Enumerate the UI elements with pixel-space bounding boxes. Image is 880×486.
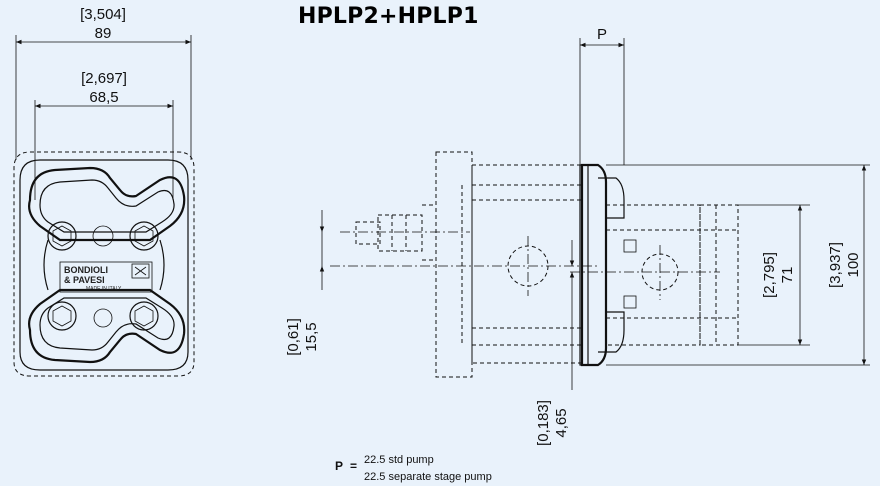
dim-width-bolt-mm: 68,5 (89, 89, 118, 106)
legend-equals: = (350, 459, 357, 473)
dim-width-bolt-in: [2,697] (81, 70, 127, 87)
bolt-top-left (47, 221, 77, 251)
dim-shaft-offset-in: [0,61] (285, 318, 302, 356)
legend-symbol: P (335, 459, 343, 473)
dim-width-total-in: [3,504] (80, 6, 126, 23)
brand-line-3: MADE IN ITALY (86, 286, 122, 292)
dim-port-offset-in: [0,183] (535, 400, 552, 446)
brand-line-1: BONDIOLI (64, 265, 108, 275)
dim-width-total-mm: 89 (95, 25, 112, 42)
bolt-bottom-right (129, 301, 159, 331)
bolt-bottom-left (47, 301, 77, 331)
dim-port-offset-mm: 4,65 (553, 408, 570, 437)
brand-line-2: & PAVESI (64, 275, 105, 285)
dim-height-total-in: [3,937] (827, 242, 844, 288)
legend-line-2: 22.5 separate stage pump (364, 471, 492, 483)
dim-height-total-mm: 100 (845, 252, 862, 277)
dim-shaft-offset-mm: 15,5 (303, 322, 320, 351)
page-title: HPLP2+HPLP1 (298, 4, 479, 29)
front-view: BONDIOLI & PAVESI MADE IN ITALY (13, 35, 195, 377)
legend: P = 22.5 std pump 22.5 separate stage pu… (335, 454, 492, 483)
brand-plate: BONDIOLI & PAVESI MADE IN ITALY (59, 261, 153, 293)
side-view (319, 38, 870, 390)
dim-height-flange-mm: 71 (779, 267, 796, 284)
bolt-top-right (129, 221, 159, 251)
legend-line-1: 22.5 std pump (364, 454, 434, 466)
dim-p-label: P (597, 26, 607, 43)
dim-height-flange-in: [2,795] (761, 252, 778, 298)
